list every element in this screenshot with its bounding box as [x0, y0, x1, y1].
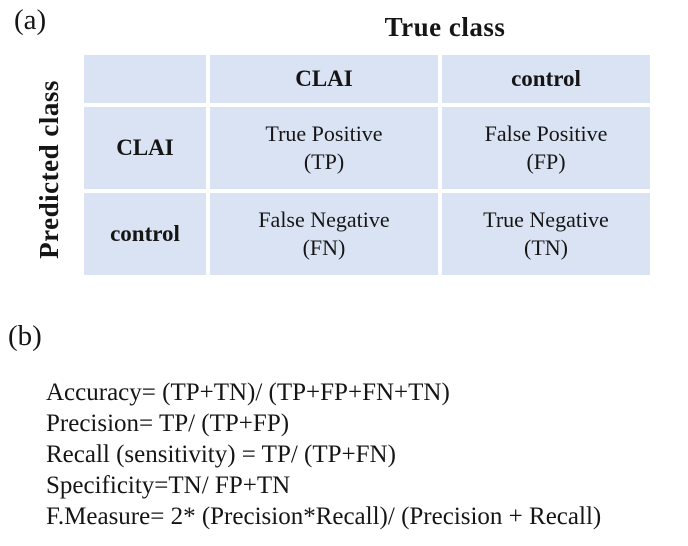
cell-false-positive-line2: (FP): [526, 149, 566, 174]
panel-a-label: (a): [14, 4, 47, 36]
cell-false-positive: False Positive (FP): [442, 107, 650, 189]
table-row-clai: CLAI True Positive (TP) False Positive (…: [84, 107, 650, 189]
formula-f-measure: F.Measure= 2* (Precision*Recall)/ (Preci…: [46, 503, 602, 530]
predicted-class-axis-box: Predicted class: [16, 55, 82, 283]
corner-cell: [84, 55, 206, 103]
table-header-row: CLAI control: [84, 55, 650, 103]
cell-false-negative-line2: (FN): [302, 235, 346, 260]
col-header-control: control: [442, 55, 650, 103]
cell-true-positive-line1: True Positive: [265, 121, 383, 146]
formula-precision: Precision= TP/ (TP+FP): [46, 410, 290, 437]
panel-b-label: (b): [8, 320, 42, 352]
cell-false-negative-line1: False Negative: [258, 207, 390, 232]
cell-true-negative-line1: True Negative: [483, 207, 609, 232]
cell-true-negative-line2: (TN): [524, 235, 568, 260]
cell-false-positive-line1: False Positive: [484, 121, 608, 146]
row-header-control: control: [84, 193, 206, 275]
confusion-matrix-table: CLAI control CLAI True Positive (TP) Fal…: [80, 51, 654, 279]
table-row-control: control False Negative (FN) True Negativ…: [84, 193, 650, 275]
cell-true-negative: True Negative (TN): [442, 193, 650, 275]
cell-false-negative: False Negative (FN): [210, 193, 438, 275]
formula-recall: Recall (sensitivity) = TP/ (TP+FN): [46, 441, 396, 468]
metric-formulas-block: Accuracy= (TP+TN)/ (TP+FP+FN+TN) Precisi…: [46, 377, 688, 532]
row-header-clai: CLAI: [84, 107, 206, 189]
true-class-axis-title: True class: [384, 12, 506, 42]
cell-true-positive: True Positive (TP): [210, 107, 438, 189]
col-header-clai: CLAI: [210, 55, 438, 103]
predicted-class-axis-title: Predicted class: [33, 79, 64, 259]
formula-specificity: Specificity=TN/ FP+TN: [46, 472, 291, 499]
formula-accuracy: Accuracy= (TP+TN)/ (TP+FP+FN+TN): [46, 379, 450, 406]
cell-true-positive-line2: (TP): [303, 149, 345, 174]
